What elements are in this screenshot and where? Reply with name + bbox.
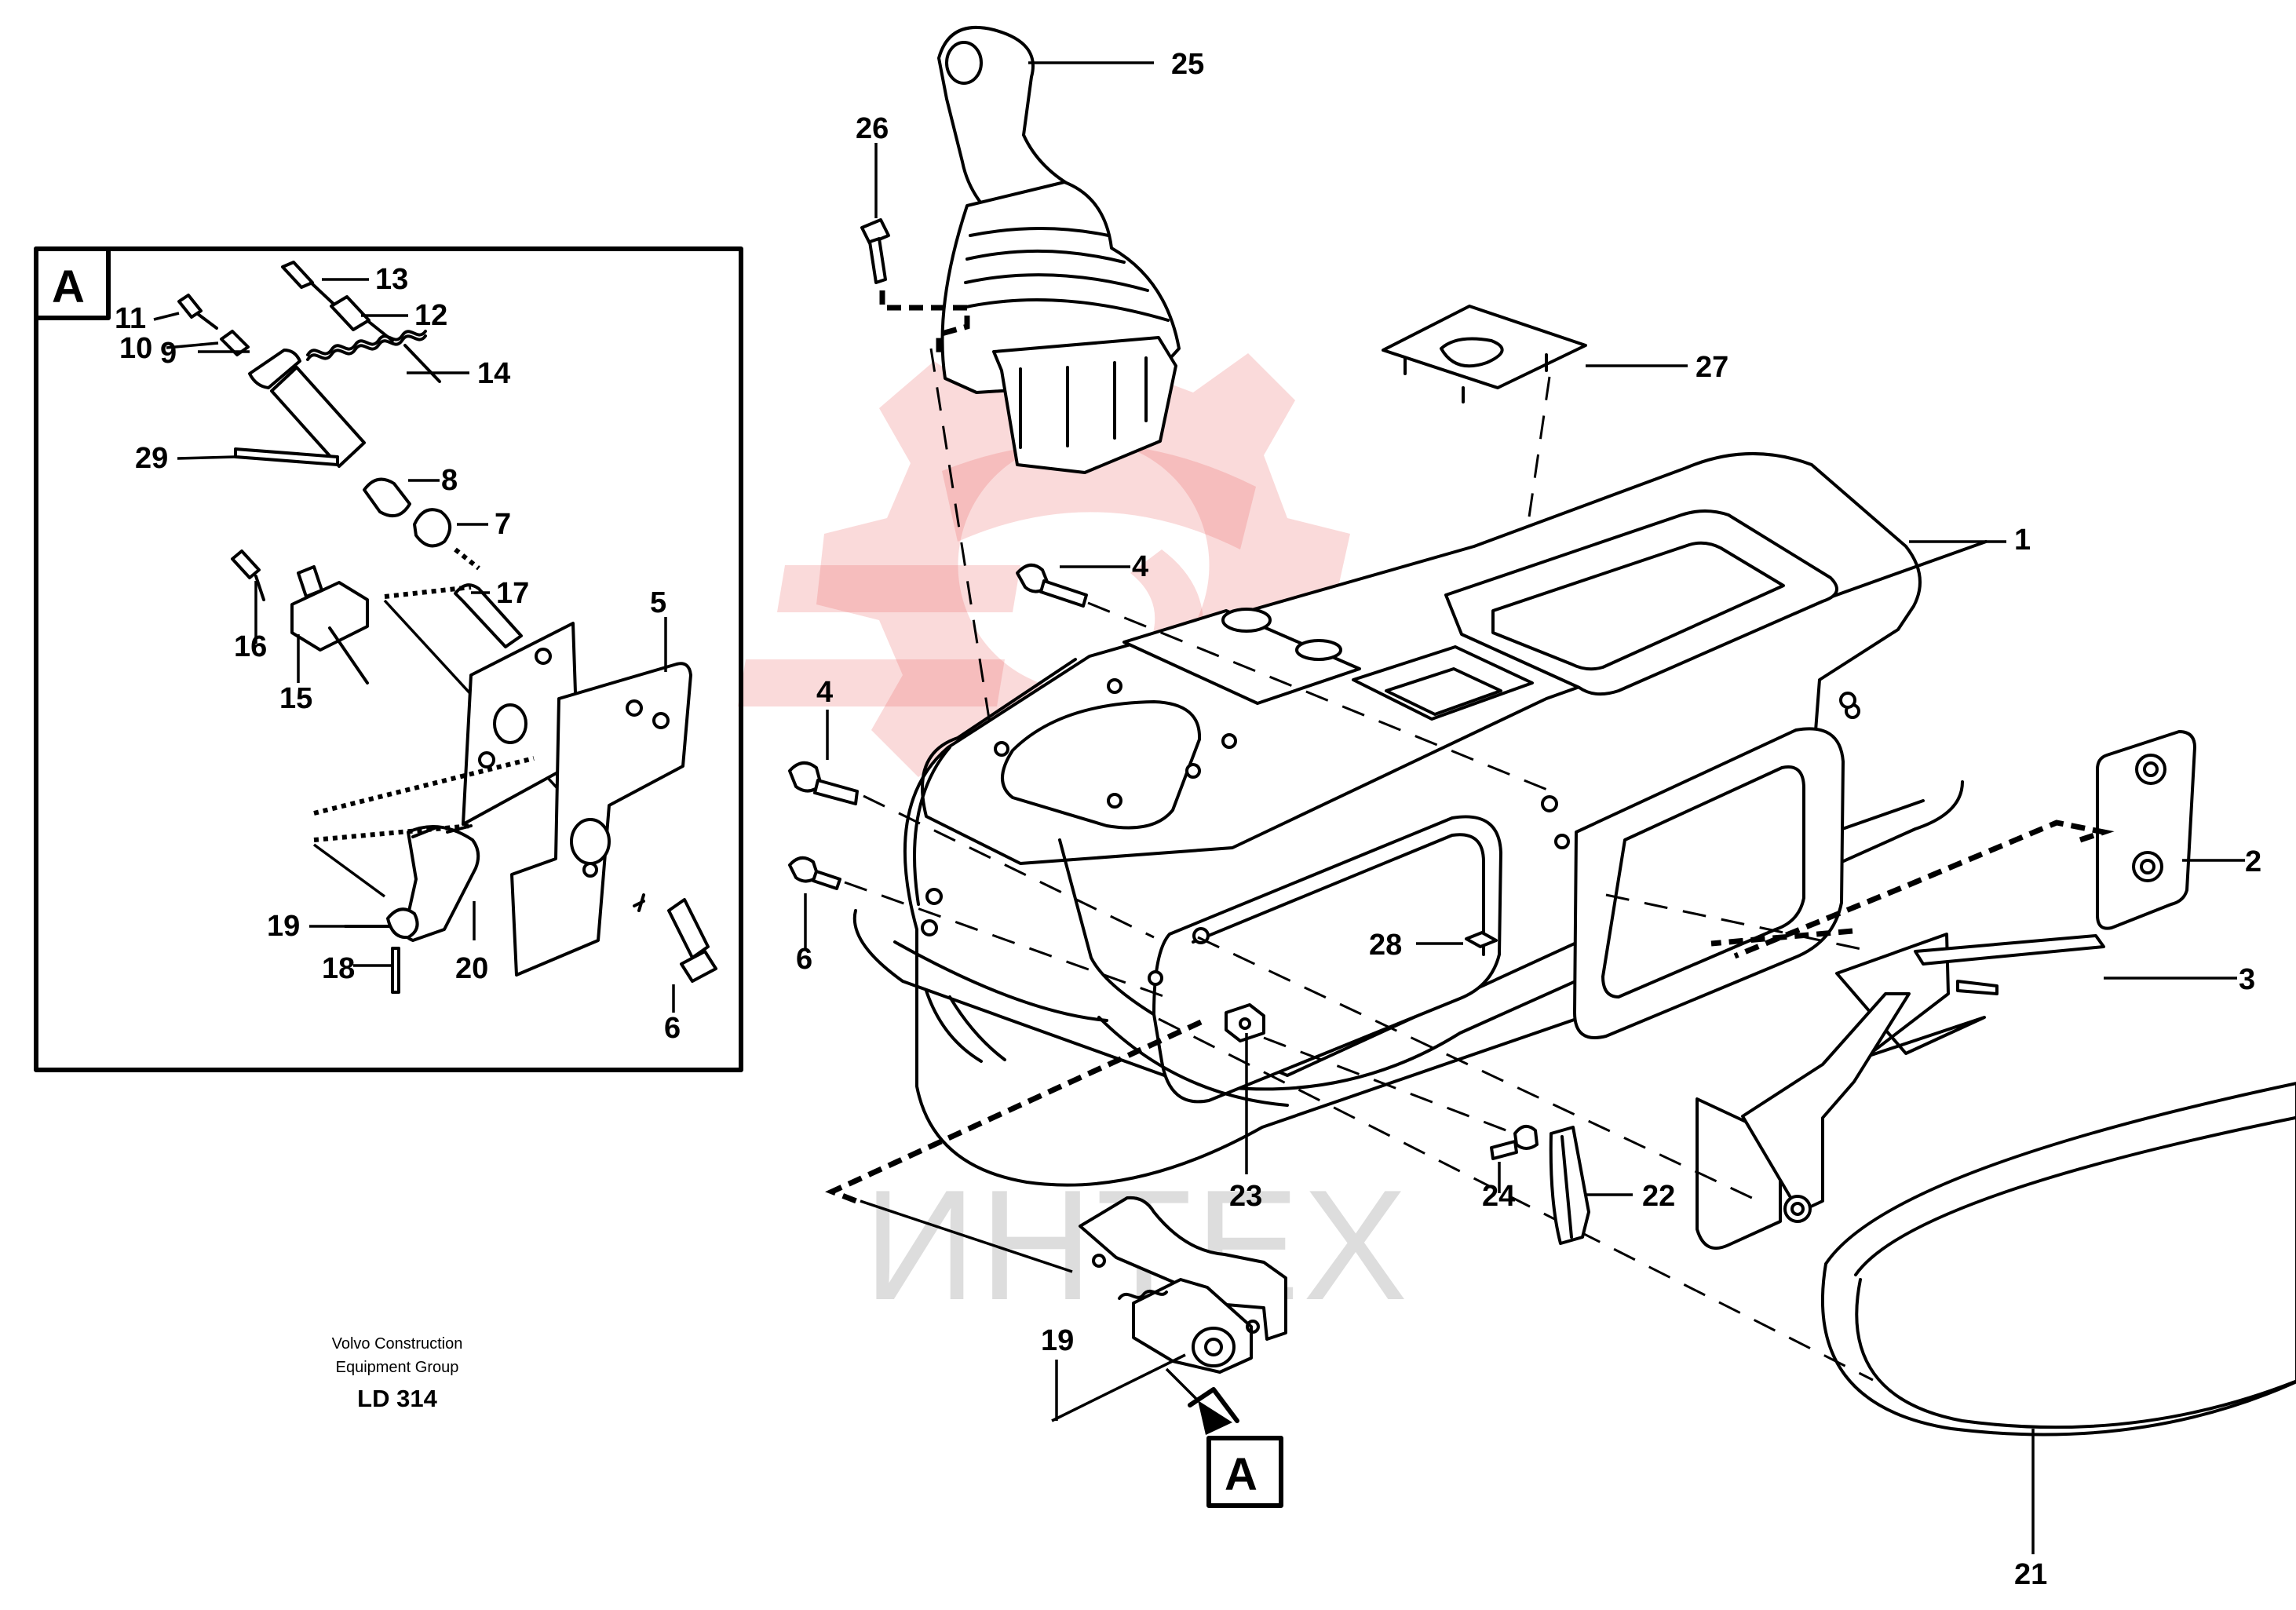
caption: Volvo Construction Equipment Group LD 31… xyxy=(332,1335,463,1412)
callout-8: 8 xyxy=(441,464,458,497)
callout-23: 23 xyxy=(1229,1180,1262,1213)
callout-18: 18 xyxy=(322,952,355,985)
part-4-bolt-left xyxy=(788,761,859,805)
callout-9: 9 xyxy=(160,337,177,370)
callout-13: 13 xyxy=(375,263,408,296)
detail-frame xyxy=(34,246,743,1072)
callout-27: 27 xyxy=(1696,351,1728,384)
callout-3: 3 xyxy=(2239,963,2255,996)
callout-5: 5 xyxy=(650,586,666,619)
part-16-screw xyxy=(231,549,265,601)
callout-11: 11 xyxy=(115,302,146,335)
part-23-spacer xyxy=(1225,1003,1265,1042)
callout-7: 7 xyxy=(495,508,511,541)
callout-1: 1 xyxy=(2014,524,2031,557)
detail-label: A xyxy=(52,261,85,312)
caption-line-2: Equipment Group xyxy=(336,1359,459,1376)
callout-25: 25 xyxy=(1171,48,1204,81)
part-bracket xyxy=(462,622,579,826)
callout-17: 17 xyxy=(496,577,529,610)
callout-29: 29 xyxy=(135,442,168,475)
part-28-nut xyxy=(1465,931,1498,948)
callout-6-main: 6 xyxy=(796,943,812,976)
callout-labels: 1 2 3 4 4 5 6 6 7 8 9 10 11 12 13 14 15 … xyxy=(115,48,2261,1591)
part-18-screw xyxy=(391,947,400,994)
part-12-sleeve xyxy=(330,295,394,342)
part-4-bolt-top xyxy=(1016,564,1088,608)
callout-2: 2 xyxy=(2245,845,2261,878)
part-22-clip xyxy=(1549,1126,1590,1245)
part-13-screw xyxy=(281,261,338,308)
callout-20: 20 xyxy=(455,952,488,985)
part-25-joystick xyxy=(937,25,1181,474)
callout-12: 12 xyxy=(414,299,447,332)
callout-24: 24 xyxy=(1482,1180,1515,1213)
view-marker-a: A xyxy=(1165,1367,1283,1508)
callout-16: 16 xyxy=(234,630,267,663)
callout-19-main: 19 xyxy=(1041,1324,1074,1357)
part-2-plate xyxy=(2096,730,2196,930)
part-7-clamp xyxy=(413,508,451,548)
part-21-cushion xyxy=(1821,1082,2296,1437)
detail-label-box xyxy=(34,246,111,320)
callout-26: 26 xyxy=(856,112,889,145)
part-26-screw xyxy=(860,218,890,284)
callout-4-left: 4 xyxy=(816,676,833,709)
part-9-shaft xyxy=(248,349,366,468)
part-8-roller xyxy=(363,477,411,518)
part-29-pin xyxy=(234,447,339,466)
part-14-spring xyxy=(306,330,441,383)
part-10-bush xyxy=(220,330,250,356)
detail-view-a: A xyxy=(34,246,743,1072)
part-6-screw xyxy=(788,856,841,890)
part-15-micro-switch xyxy=(290,565,369,685)
part-switch-assembly xyxy=(1079,1196,1287,1374)
callout-14: 14 xyxy=(477,357,510,390)
callout-10: 10 xyxy=(119,332,152,365)
part-11-screw xyxy=(177,294,218,330)
part-6-bolt xyxy=(633,893,717,983)
part-24-screw xyxy=(1490,1124,1539,1160)
part-5-plate xyxy=(510,617,692,977)
part-17-screw xyxy=(454,583,523,648)
part-27-plate xyxy=(1382,305,1688,701)
view-marker-label: A xyxy=(1225,1449,1258,1500)
part-3-bracket xyxy=(1696,933,2105,1250)
caption-line-1: Volvo Construction xyxy=(332,1335,463,1353)
callout-19-detail: 19 xyxy=(267,910,300,943)
callout-21: 21 xyxy=(2014,1558,2047,1591)
caption-code: LD 314 xyxy=(357,1385,437,1412)
callout-22: 22 xyxy=(1642,1180,1675,1213)
callout-28: 28 xyxy=(1369,929,1402,962)
callout-6-detail: 6 xyxy=(664,1012,681,1045)
part-19-cable xyxy=(344,907,419,940)
callout-15: 15 xyxy=(279,682,312,715)
callout-4-top: 4 xyxy=(1132,550,1148,583)
